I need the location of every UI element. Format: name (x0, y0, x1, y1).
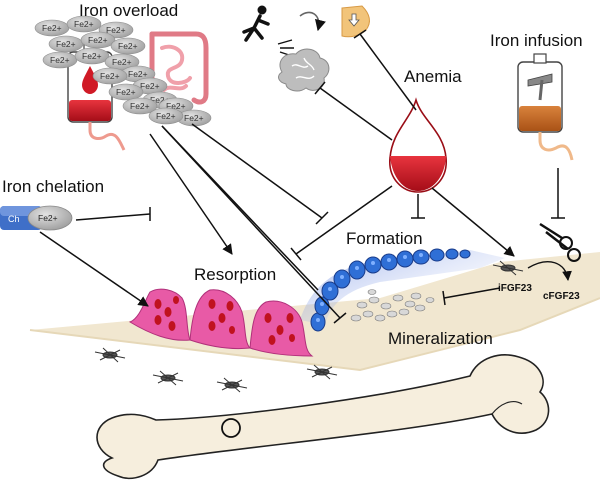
mineral-crystals (350, 289, 435, 322)
label-resorption: Resorption (194, 265, 276, 284)
arrow-overload-to-resorption (149, 133, 233, 255)
iron-chip: Fe2+ (122, 97, 158, 115)
iron-chip-label: Fe2+ (106, 25, 126, 35)
label-anemia: Anemia (404, 67, 462, 86)
osteoblast-layer (300, 248, 505, 332)
labels: Iron overload Iron infusion Iron chelati… (2, 1, 583, 348)
iron-chip-label: Fe2+ (166, 101, 186, 111)
osteoclast-nuclei (154, 296, 295, 345)
label-iron-chelation: Iron chelation (2, 177, 104, 196)
iron-chip-label: Fe2+ (100, 71, 120, 81)
inhibition-lines (75, 29, 565, 324)
iron-chip: Fe2+ (108, 83, 144, 101)
label-iron-overload: Iron overload (79, 1, 178, 20)
iron-chip-label: Fe2+ (150, 95, 170, 105)
iron-chip: Fe2+ (66, 15, 102, 33)
iron-chip-label: Fe2+ (74, 19, 94, 29)
iron-chip: Fe2+ (42, 51, 78, 69)
label-ifgf23: iFGF23 (498, 283, 532, 294)
iron-chip-label: Fe2+ (50, 55, 70, 65)
chelator-text: Ch (8, 214, 20, 224)
fgf23-cleavage-arrow (527, 261, 572, 281)
iron-chips-cluster: Fe2+Fe2+Fe2+Fe2+Fe2+Fe2+Fe2+Fe2+Fe2+Fe2+… (34, 15, 212, 127)
iron-chip-label: Fe2+ (128, 69, 148, 79)
iron-chip-label: Fe2+ (184, 113, 204, 123)
osteocytes (94, 260, 524, 393)
weak-muscle-icon (341, 5, 370, 38)
iron-chip-label: Fe2+ (112, 57, 132, 67)
falling-person-icon (242, 5, 326, 57)
iron-chip: Fe2+ (148, 107, 184, 125)
iron-chip: Fe2+ (92, 67, 128, 85)
arrow-anemia-to-ifgf23 (431, 187, 515, 257)
iron-chip: Fe2+ (74, 47, 110, 65)
iron-chip-label: Fe2+ (82, 51, 102, 61)
iron-chip-label: Fe2+ (118, 41, 138, 51)
iron-chip: Fe2+ (104, 53, 140, 71)
label-iron-infusion: Iron infusion (490, 31, 583, 50)
iron-chip: Fe2+ (80, 31, 116, 49)
label-cfgf23: cFGF23 (543, 291, 580, 302)
iron-chelator-icon: Ch Fe2+ (0, 205, 73, 231)
femur-bone (96, 354, 550, 480)
iron-chip-label: Fe2+ (130, 101, 150, 111)
label-formation: Formation (346, 229, 423, 248)
iron-chip: Fe2+ (110, 37, 146, 55)
iron-infusion-bag-icon (517, 53, 574, 161)
iron-chip-label: Fe2+ (42, 23, 62, 33)
zoom-circle (221, 418, 241, 438)
scissors-icon (539, 222, 581, 262)
iron-chip-label: Fe2+ (116, 87, 136, 97)
iron-chip-label: Fe2+ (140, 81, 160, 91)
iron-chip: Fe2+ (48, 35, 84, 53)
label-mineralization: Mineralization (388, 329, 493, 348)
anemia-drop-icon (389, 97, 447, 193)
brain-icon (278, 48, 330, 92)
iron-chip: Fe2+ (34, 19, 70, 37)
iron-chip-label: Fe2+ (156, 111, 176, 121)
iron-chip-label: Fe2+ (88, 35, 108, 45)
iron-chip-label: Fe2+ (56, 39, 76, 49)
arrow-chelation-to-osteoclast (39, 231, 149, 307)
chelator-iron-text: Fe2+ (38, 213, 58, 223)
